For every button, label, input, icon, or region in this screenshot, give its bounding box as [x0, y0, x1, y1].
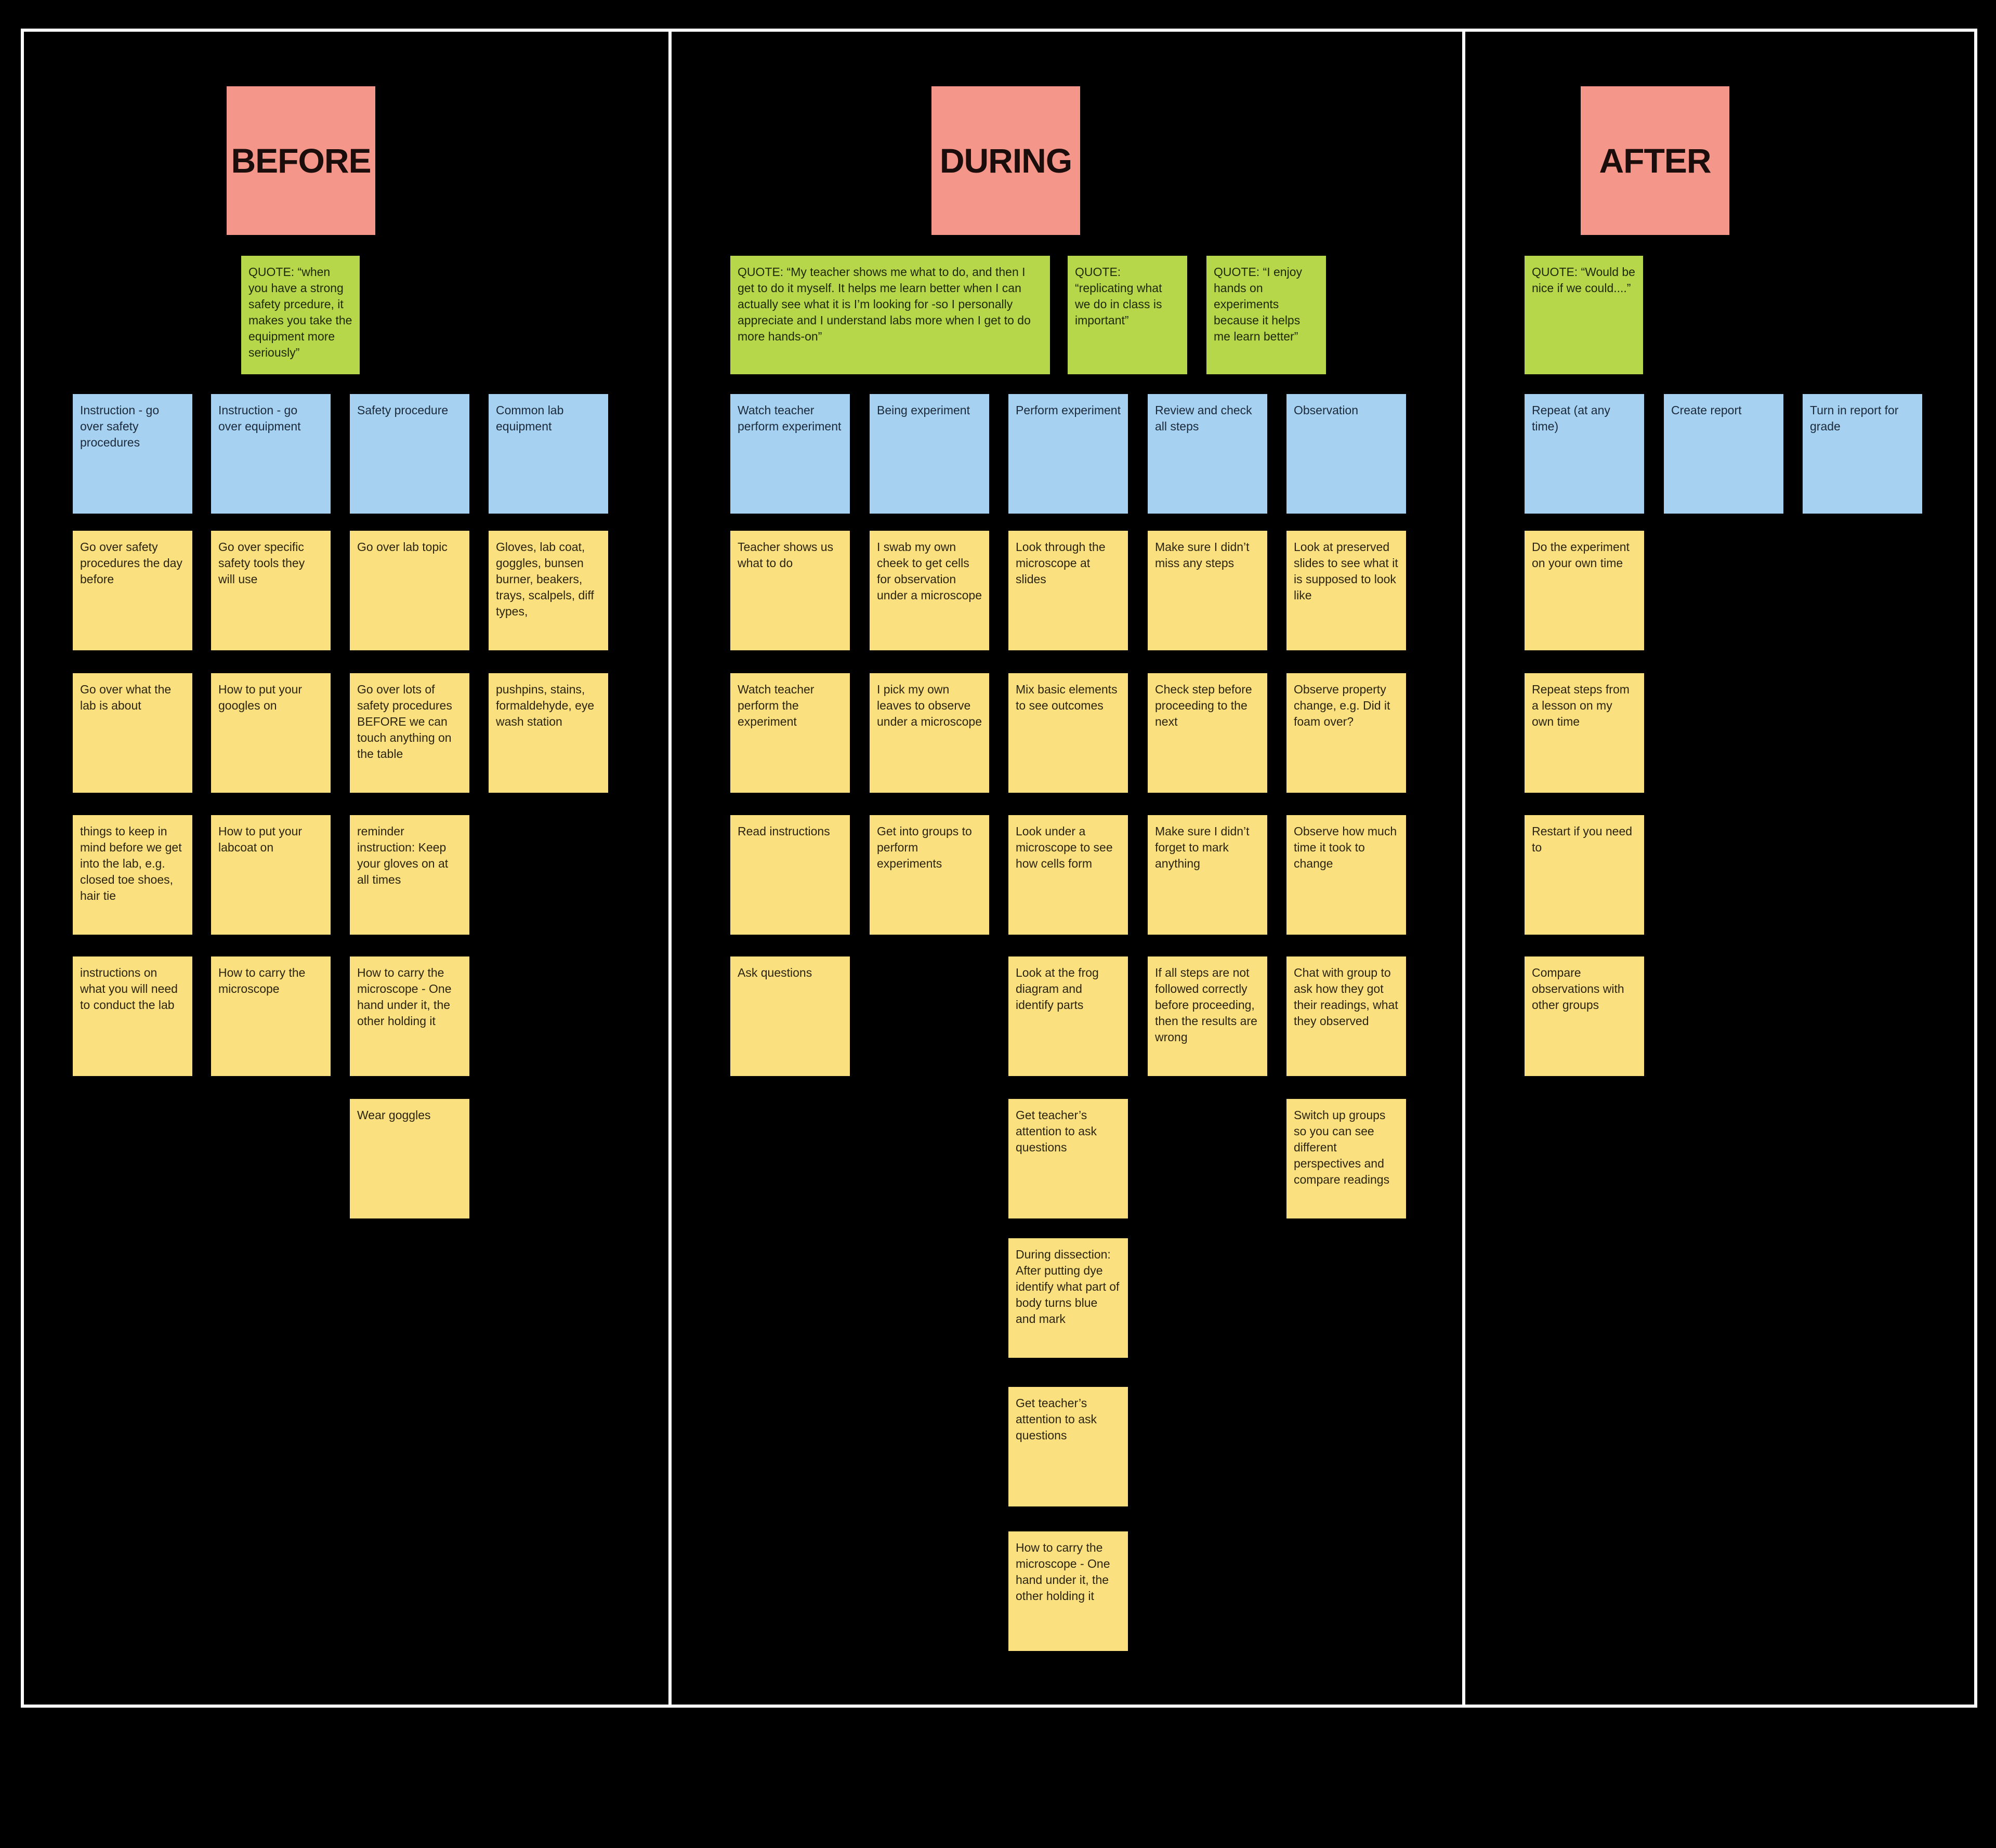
before-note: reminder instruction: Keep your gloves o…	[350, 815, 469, 935]
before-note: How to put your labcoat on	[211, 815, 331, 935]
during-note: Check step before proceeding to the next	[1148, 673, 1267, 793]
during-note: Chat with group to ask how they got thei…	[1286, 956, 1406, 1076]
quote-after: QUOTE: “Would be nice if we could....”	[1525, 256, 1643, 374]
phase-during-title: DURING	[931, 86, 1080, 235]
during-note: Teacher shows us what to do	[730, 531, 850, 650]
before-category-equipment-instruction: Instruction - go over equipment	[211, 394, 331, 514]
during-note: Look at preserved slides to see what it …	[1286, 531, 1406, 650]
during-note: Read instructions	[730, 815, 850, 935]
during-note: Make sure I didn’t miss any steps	[1148, 531, 1267, 650]
before-category-safety-procedure: Safety procedure	[350, 394, 469, 514]
before-note: Go over specific safety tools they will …	[211, 531, 331, 650]
during-note: If all steps are not followed correctly …	[1148, 956, 1267, 1076]
during-note: Observe how much time it took to change	[1286, 815, 1406, 935]
during-note: I swab my own cheek to get cells for obs…	[870, 531, 989, 650]
quote-during-1: QUOTE: “My teacher shows me what to do, …	[730, 256, 1050, 374]
before-note: Go over safety procedures the day before	[73, 531, 192, 650]
during-note: Look at the frog diagram and identify pa…	[1008, 956, 1128, 1076]
quote-before: QUOTE: “when you have a strong safety pr…	[241, 256, 360, 374]
during-note: Get teacher’s attention to ask questions	[1008, 1387, 1128, 1506]
before-note: Gloves, lab coat, goggles, bunsen burner…	[489, 531, 608, 650]
after-note: Do the experiment on your own time	[1525, 531, 1644, 650]
during-note: Observe property change, e.g. Did it foa…	[1286, 673, 1406, 793]
during-note: Look under a microscope to see how cells…	[1008, 815, 1128, 935]
during-note: How to carry the microscope - One hand u…	[1008, 1531, 1128, 1651]
after-category-repeat: Repeat (at any time)	[1525, 394, 1644, 514]
during-note: Look through the microscope at slides	[1008, 531, 1128, 650]
during-category-perform-experiment: Perform experiment	[1008, 394, 1128, 514]
column-divider-during-after	[1462, 29, 1465, 1708]
during-note: Mix basic elements to see outcomes	[1008, 673, 1128, 793]
during-note: During dissection: After putting dye ide…	[1008, 1238, 1128, 1358]
during-note: Get into groups to perform experiments	[870, 815, 989, 935]
during-note: Make sure I didn’t forget to mark anythi…	[1148, 815, 1267, 935]
before-note: instructions on what you will need to co…	[73, 956, 192, 1076]
before-note: Go over lots of safety procedures BEFORE…	[350, 673, 469, 793]
during-note: Switch up groups so you can see differen…	[1286, 1099, 1406, 1218]
column-divider-before-during	[668, 29, 672, 1708]
during-category-watch-teacher: Watch teacher perform experiment	[730, 394, 850, 514]
during-note: Watch teacher perform the experiment	[730, 673, 850, 793]
after-note: Restart if you need to	[1525, 815, 1644, 935]
before-note: Wear goggles	[350, 1099, 469, 1218]
quote-during-3: QUOTE: “I enjoy hands on experiments bec…	[1206, 256, 1326, 374]
before-note: How to carry the microscope - One hand u…	[350, 956, 469, 1076]
phase-after-title: AFTER	[1581, 86, 1729, 235]
quote-during-2: QUOTE: “replicating what we do in class …	[1068, 256, 1187, 374]
during-note: Ask questions	[730, 956, 850, 1076]
before-category-safety-instruction: Instruction - go over safety procedures	[73, 394, 192, 514]
phase-before-title: BEFORE	[227, 86, 375, 235]
during-category-observation: Observation	[1286, 394, 1406, 514]
after-category-turn-in-report: Turn in report for grade	[1803, 394, 1922, 514]
before-note: How to carry the microscope	[211, 956, 331, 1076]
during-note: Get teacher’s attention to ask questions	[1008, 1099, 1128, 1218]
after-note: Repeat steps from a lesson on my own tim…	[1525, 673, 1644, 793]
before-note: things to keep in mind before we get int…	[73, 815, 192, 935]
before-note: pushpins, stains, formaldehyde, eye wash…	[489, 673, 608, 793]
before-note: Go over what the lab is about	[73, 673, 192, 793]
after-note: Compare observations with other groups	[1525, 956, 1644, 1076]
before-note: Go over lab topic	[350, 531, 469, 650]
board-frame	[21, 29, 1977, 1708]
during-category-review-steps: Review and check all steps	[1148, 394, 1267, 514]
after-category-create-report: Create report	[1664, 394, 1783, 514]
before-note: How to put your googles on	[211, 673, 331, 793]
during-note: I pick my own leaves to observe under a …	[870, 673, 989, 793]
during-category-being-experiment: Being experiment	[870, 394, 989, 514]
before-category-lab-equipment: Common lab equipment	[489, 394, 608, 514]
